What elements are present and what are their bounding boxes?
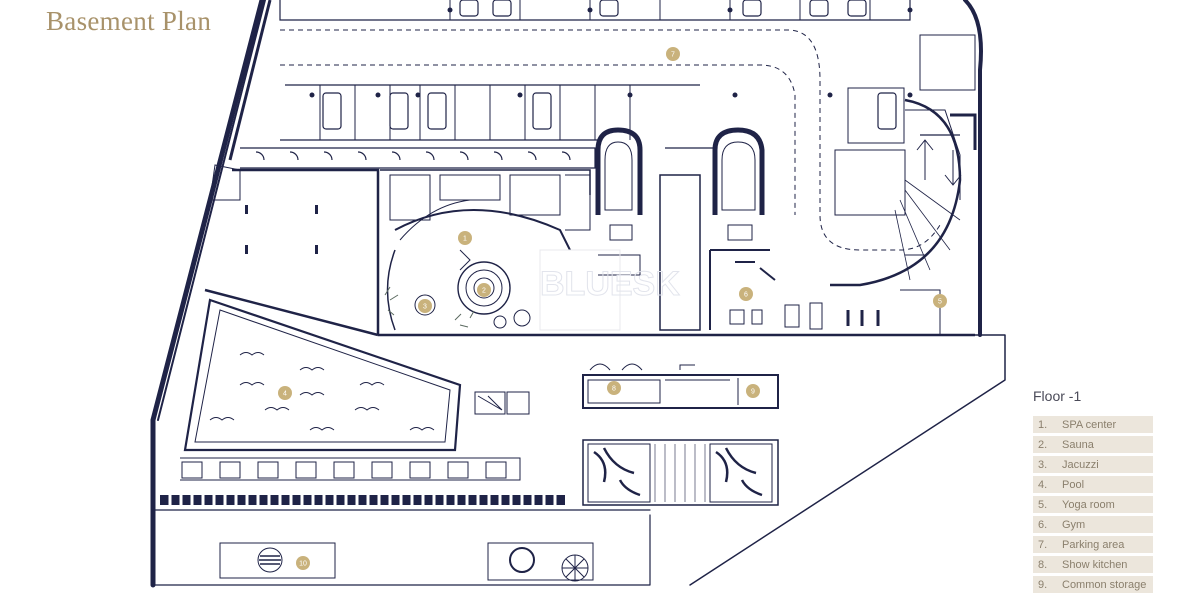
legend-list: 1.SPA center 2.Sauna 3.Jacuzzi 4.Pool 5.… [1033, 416, 1153, 593]
svg-text:9: 9 [751, 389, 755, 396]
legend-item: 7.Parking area [1033, 536, 1153, 553]
gym [709, 249, 941, 335]
legend-title: Floor -1 [1033, 388, 1082, 404]
marker-parking-area: 7 [666, 47, 680, 61]
legend-item: 4.Pool [1033, 476, 1153, 493]
watermark: BLUESK [540, 265, 680, 303]
svg-text:3: 3 [423, 304, 427, 311]
elevator-cores [595, 127, 765, 331]
svg-text:4: 4 [283, 391, 287, 398]
room-markers: 1 2 3 4 5 6 7 8 9 10 [278, 47, 947, 570]
pool [183, 298, 530, 452]
legend-item: 6.Gym [1033, 516, 1153, 533]
svg-text:6: 6 [744, 292, 748, 299]
lobby-strip [240, 147, 715, 169]
svg-text:2: 2 [482, 288, 486, 295]
marker-10: 10 [296, 556, 310, 570]
fence [160, 495, 565, 505]
svg-text:5: 5 [938, 299, 942, 306]
svg-text:10: 10 [299, 561, 307, 568]
legend-item: 2.Sauna [1033, 436, 1153, 453]
floor-plan: BLUESK 1 2 3 4 5 6 7 8 9 10 [150, 0, 1006, 588]
marker-jacuzzi: 3 [418, 299, 432, 313]
outer-walls [150, 0, 1006, 588]
svg-text:8: 8 [612, 386, 616, 393]
marker-sauna: 2 [477, 283, 491, 297]
fence-gaps [168, 495, 557, 505]
kitchen-block [582, 363, 779, 506]
spa-center [378, 169, 975, 337]
svg-text:7: 7 [671, 52, 675, 59]
left-hall [204, 164, 380, 337]
marker-common-storage: 9 [746, 384, 760, 398]
marker-pool: 4 [278, 386, 292, 400]
marker-gym: 6 [739, 287, 753, 301]
legend: Floor -1 1.SPA center 2.Sauna 3.Jacuzzi … [1033, 388, 1153, 596]
page-title: Basement Plan [46, 6, 212, 36]
svg-text:1: 1 [463, 236, 467, 243]
bottom-garden [219, 542, 594, 582]
parking-area [228, 0, 977, 287]
legend-item: 9.Common storage [1033, 576, 1153, 593]
marker-show-kitchen: 8 [607, 381, 621, 395]
legend-item: 3.Jacuzzi [1033, 456, 1153, 473]
legend-item: 8.Show kitchen [1033, 556, 1153, 573]
loungers [180, 457, 521, 481]
legend-item: 1.SPA center [1033, 416, 1153, 433]
legend-item: 5.Yoga room [1033, 496, 1153, 513]
marker-yoga-room: 5 [933, 294, 947, 308]
marker-spa-center: 1 [458, 231, 472, 245]
